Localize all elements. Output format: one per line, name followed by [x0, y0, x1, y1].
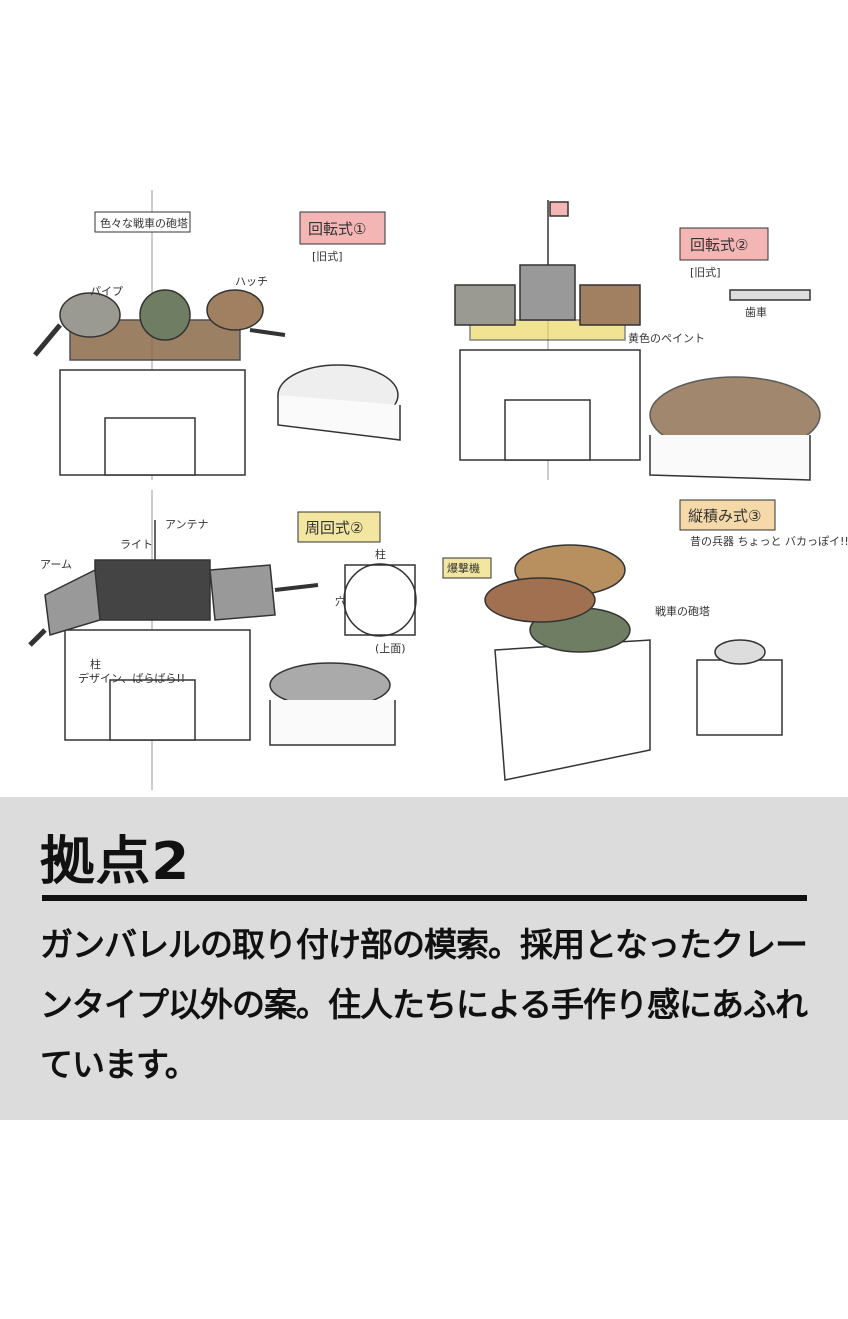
label-orbit-2: 周回式②	[305, 519, 363, 537]
label-antenna: アンテナ	[165, 518, 209, 531]
label-rotary-2: 回転式②	[690, 236, 748, 254]
concept-sketch: 回転式① [旧式] 回転式② [旧式] 歯車 黄色のペイント 色々な戦車の砲塔 …	[28, 190, 848, 790]
label-rotary-1: 回転式①	[308, 220, 366, 238]
label-bomber: 爆撃機	[447, 561, 480, 575]
label-hole: 穴	[335, 594, 346, 608]
label-light: ライト	[120, 538, 153, 551]
label-pillar: 柱	[90, 657, 101, 671]
label-pillar-2: 柱	[375, 547, 386, 561]
label-arm: アーム	[40, 558, 72, 571]
pedestal-3	[28, 520, 319, 741]
pedestal-4	[484, 544, 651, 781]
label-hatch: ハッチ	[235, 275, 268, 288]
title-divider	[42, 895, 807, 901]
label-various-turrets: 色々な戦車の砲塔	[100, 216, 188, 230]
label-pipe: パイプ	[90, 285, 123, 298]
label-old-2: [旧式]	[690, 266, 721, 279]
label-stacked-3: 縦積み式③	[688, 507, 761, 525]
caption-title: 拠点2	[40, 832, 191, 892]
label-tank-turret: 戦車の砲塔	[655, 604, 710, 618]
caption-body: ガンバレルの取り付け部の模索。採用となったクレーンタイプ以外の案。住人たちによる…	[40, 925, 808, 1084]
label-top-view: (上面)	[375, 642, 406, 655]
label-gear: 歯車	[745, 305, 767, 319]
label-design-note: デザイン、ばらばら!!	[78, 671, 185, 685]
pedestal-2	[454, 200, 641, 461]
label-old-weapon: 昔の兵器 ちょっと バカっぽイ!!	[690, 535, 848, 548]
caption-panel: 拠点2 ガンバレルの取り付け部の模索。採用となったクレーンタイプ以外の案。住人た…	[0, 797, 848, 1120]
label-old-1: [旧式]	[312, 250, 343, 263]
label-yellow-paint: 黄色のペイント	[628, 331, 705, 345]
pedestal-1	[33, 289, 286, 476]
